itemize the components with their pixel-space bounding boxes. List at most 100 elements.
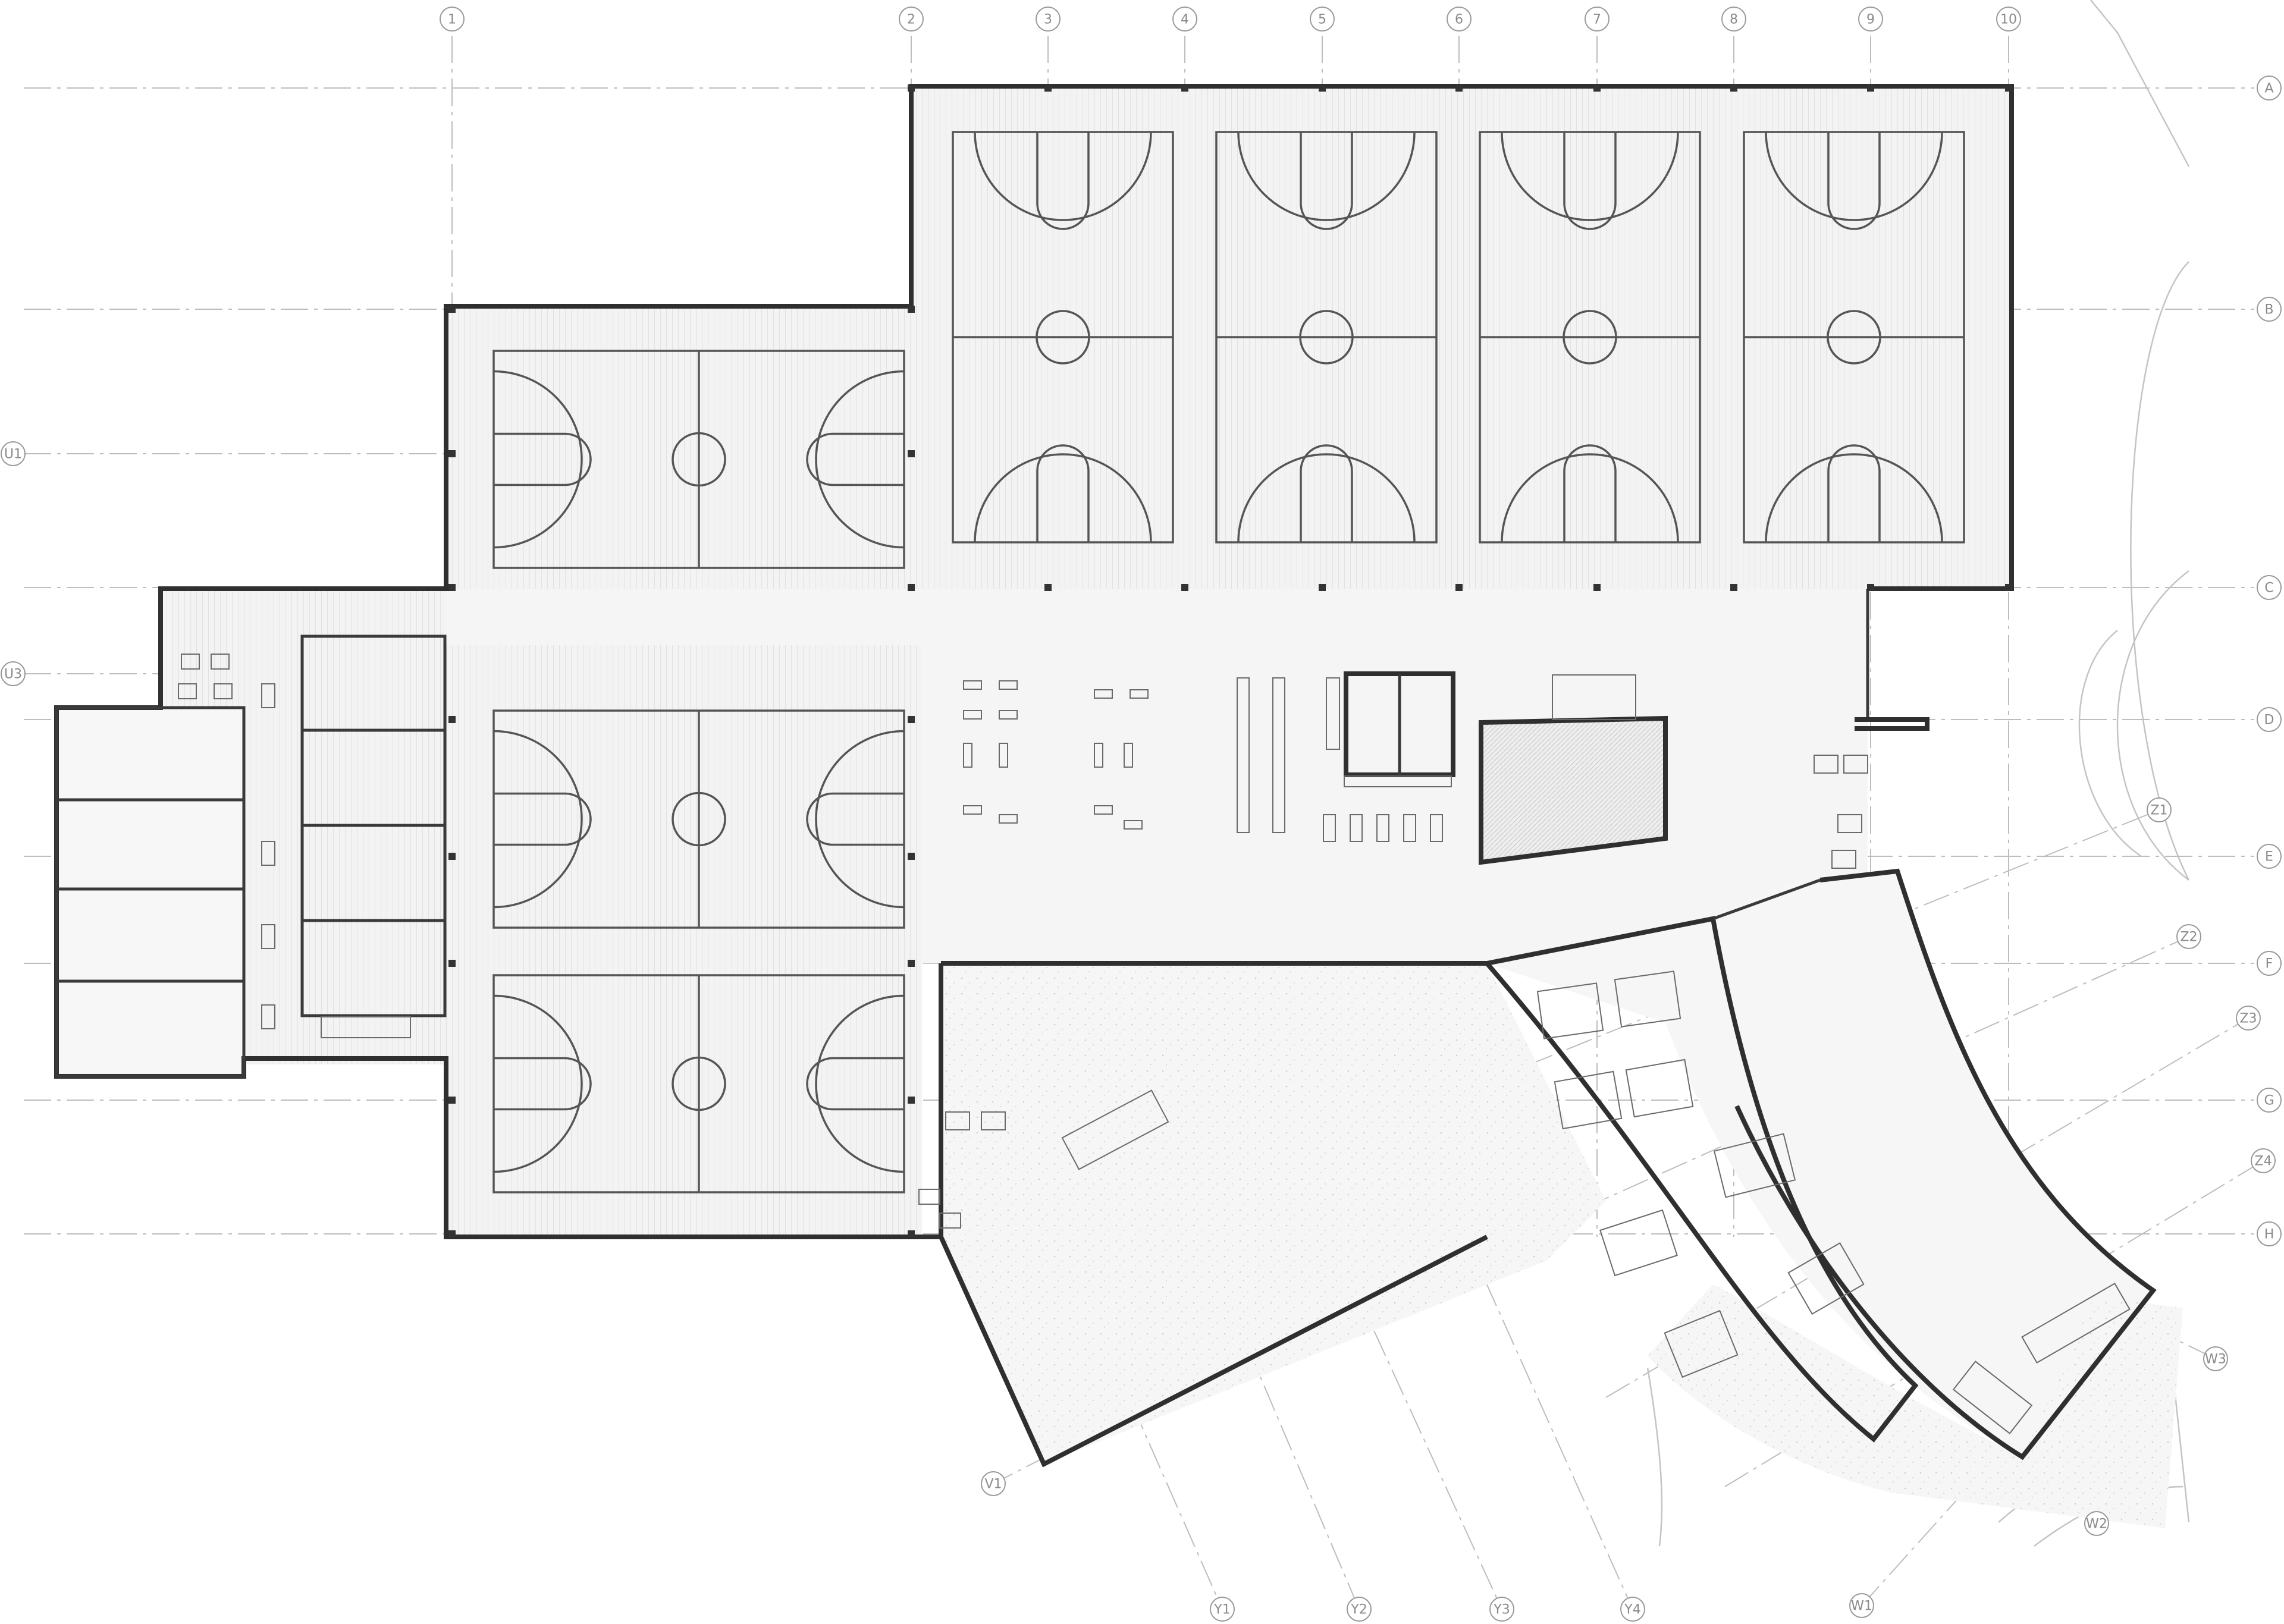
structural-column (1455, 584, 1463, 591)
grid-bubble-Y4: Y4 (1620, 1597, 1645, 1622)
structural-column (908, 584, 915, 591)
structural-column (448, 450, 456, 457)
grid-bubble-side-U3: U3 (1, 661, 26, 686)
grid-bubble-row-E: E (2257, 844, 2282, 869)
grid-label: Z2 (2180, 930, 2197, 945)
grid-bubble-col-4: 4 (1172, 7, 1197, 32)
structural-column (1455, 84, 1463, 92)
grid-bubble-col-1: 1 (440, 7, 465, 32)
grid-label: Y2 (1350, 1603, 1367, 1617)
grid-bubble-col-7: 7 (1585, 7, 1610, 32)
grid-bubble-V1: V1 (981, 1471, 1006, 1496)
grid-label: 1 (448, 12, 456, 27)
court-west-1 (492, 350, 905, 569)
structural-column (1867, 584, 1874, 591)
grid-label: H (2264, 1227, 2274, 1242)
grid-label: U3 (4, 667, 22, 682)
structural-column (1593, 584, 1601, 591)
grid-label: E (2265, 850, 2273, 865)
grid-label: Z3 (2239, 1012, 2257, 1026)
grid-label: F (2266, 957, 2273, 972)
structural-column (2005, 84, 2012, 92)
structural-columns (448, 84, 2012, 1237)
grid-bubble-row-G: G (2257, 1088, 2282, 1113)
structural-column (448, 716, 456, 723)
structural-column (908, 84, 915, 92)
grid-label: Y4 (1624, 1603, 1640, 1617)
grid-label: G (2264, 1094, 2274, 1108)
court-north-2 (1215, 131, 1438, 544)
grid-label: W3 (2205, 1352, 2226, 1367)
structural-column (1181, 584, 1188, 591)
structural-column (448, 306, 456, 313)
court-west-2 (492, 709, 905, 929)
structural-column (448, 1097, 456, 1104)
grid-bubble-Z4: Z4 (2251, 1148, 2276, 1173)
grid-label: 9 (1866, 12, 1875, 27)
grid-bubble-Z1: Z1 (2147, 797, 2172, 822)
structural-column (1730, 584, 1737, 591)
grid-label: 5 (1318, 12, 1326, 27)
grid-label: B (2264, 303, 2273, 318)
grid-bubble-side-U1: U1 (1, 441, 26, 466)
grid-label: 2 (907, 12, 915, 27)
grid-label: W2 (2086, 1517, 2107, 1532)
structural-column (2005, 584, 2012, 591)
grid-bubble-row-B: B (2257, 297, 2282, 322)
grid-bubble-col-6: 6 (1447, 7, 1472, 32)
structural-column (1181, 84, 1188, 92)
structural-column (1593, 84, 1601, 92)
structural-column (908, 716, 915, 723)
grid-bubble-Z2: Z2 (2176, 924, 2201, 949)
court-west-3 (492, 974, 905, 1193)
grid-bubble-col-3: 3 (1036, 7, 1061, 32)
structural-column (908, 306, 915, 313)
grid-bubble-row-D: D (2257, 707, 2282, 732)
grid-bubble-col-2: 2 (899, 7, 924, 32)
grid-label: 8 (1730, 12, 1738, 27)
grid-label: Y3 (1493, 1603, 1510, 1617)
grid-bubble-W1: W1 (1849, 1593, 1874, 1618)
grid-bubble-W3: W3 (2203, 1346, 2228, 1371)
grid-bubble-Z3: Z3 (2236, 1006, 2261, 1031)
structural-column (448, 853, 456, 860)
structural-column (448, 584, 456, 591)
grid-label: Z1 (2150, 803, 2167, 818)
grid-bubble-row-H: H (2257, 1221, 2282, 1246)
structural-column (1044, 84, 1052, 92)
grid-label: 7 (1593, 12, 1601, 27)
court-north-3 (1479, 131, 1701, 544)
grid-label: V1 (984, 1477, 1002, 1492)
structural-column (908, 1097, 915, 1104)
structural-column (908, 450, 915, 457)
grid-bubble-col-9: 9 (1858, 7, 1883, 32)
court-north-4 (1743, 131, 1965, 544)
grid-bubble-W2: W2 (2084, 1511, 2109, 1536)
structural-column (1319, 584, 1326, 591)
structural-column (908, 960, 915, 967)
grid-label: 3 (1044, 12, 1052, 27)
grid-label: U1 (4, 447, 22, 462)
grid-label: C (2264, 581, 2273, 596)
grid-label: 6 (1455, 12, 1463, 27)
grid-bubble-row-A: A (2257, 76, 2282, 100)
grid-bubble-col-10: 10 (1996, 7, 2021, 32)
court-markings (492, 131, 1965, 1193)
structural-column (1867, 84, 1874, 92)
structural-column (908, 1230, 915, 1237)
grid-bubble-row-F: F (2257, 951, 2282, 976)
grid-label: Y1 (1213, 1603, 1230, 1617)
grid-bubble-Y3: Y3 (1489, 1597, 1514, 1622)
grid-label: 10 (2000, 12, 2017, 27)
grid-bubble-col-5: 5 (1310, 7, 1335, 32)
grid-label: 4 (1181, 12, 1189, 27)
grid-label: A (2264, 81, 2273, 96)
grid-bubble-Y1: Y1 (1210, 1597, 1235, 1622)
grid-label: Z4 (2254, 1154, 2272, 1169)
room-furnishings (178, 654, 2131, 1434)
structural-column (1044, 584, 1052, 591)
grid-bubble-col-8: 8 (1721, 7, 1746, 32)
structural-column (448, 1230, 456, 1237)
court-north-1 (952, 131, 1174, 544)
